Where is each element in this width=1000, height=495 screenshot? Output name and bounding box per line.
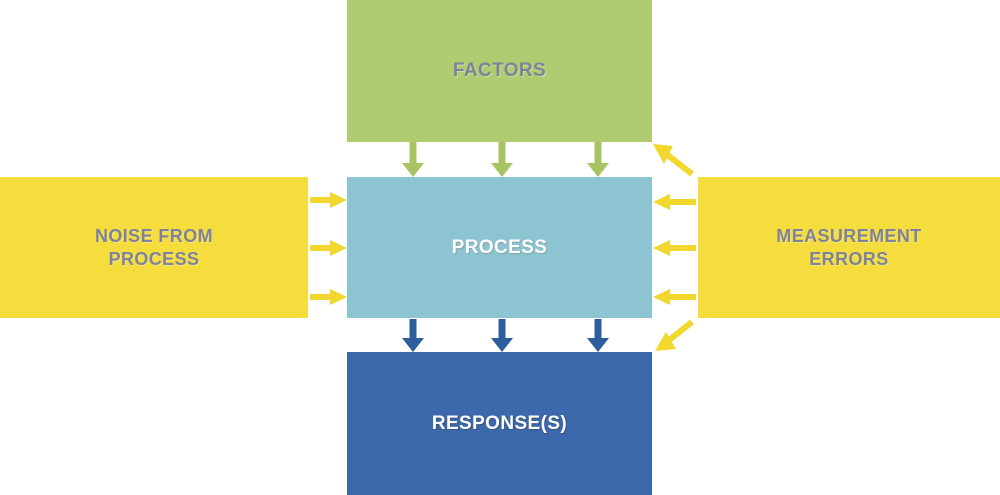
arrow-left-icon — [653, 289, 696, 305]
arrow-right-icon — [310, 192, 347, 208]
arrow-group-noise-to-process — [310, 192, 347, 305]
arrow-down-icon — [587, 319, 609, 352]
arrow-group-measurement-to-factors — [653, 144, 694, 177]
arrow-left-icon — [653, 240, 696, 256]
measurement-errors-label: MEASUREMENT ERRORS — [776, 226, 922, 269]
arrow-group-measurement-to-response — [655, 319, 694, 351]
arrow-right-icon — [310, 289, 347, 305]
response-label: RESPONSE(S) — [431, 412, 568, 434]
factors-box: FACTORS — [347, 0, 652, 142]
arrow-up-left-icon — [653, 144, 694, 177]
arrow-group-process-to-response — [402, 319, 609, 352]
factors-label: FACTORS — [452, 60, 547, 82]
arrow-down-icon — [491, 142, 513, 177]
response-box: RESPONSE(S) — [347, 352, 652, 495]
arrow-group-factors-to-process — [402, 142, 609, 177]
arrow-down-left-icon — [655, 319, 694, 351]
arrow-down-icon — [587, 142, 609, 177]
noise-from-process-box: NOISE FROM PROCESS — [0, 177, 308, 318]
arrow-down-icon — [402, 319, 424, 352]
arrow-down-icon — [402, 142, 424, 177]
arrow-down-icon — [491, 319, 513, 352]
process-label: PROCESS — [451, 236, 548, 258]
arrow-left-icon — [653, 194, 696, 210]
arrow-right-icon — [310, 240, 347, 256]
arrow-group-measurement-to-process — [653, 194, 696, 305]
noise-from-process-label: NOISE FROM PROCESS — [94, 226, 213, 269]
measurement-errors-box: MEASUREMENT ERRORS — [698, 177, 1000, 318]
process-box: PROCESS — [347, 177, 652, 318]
